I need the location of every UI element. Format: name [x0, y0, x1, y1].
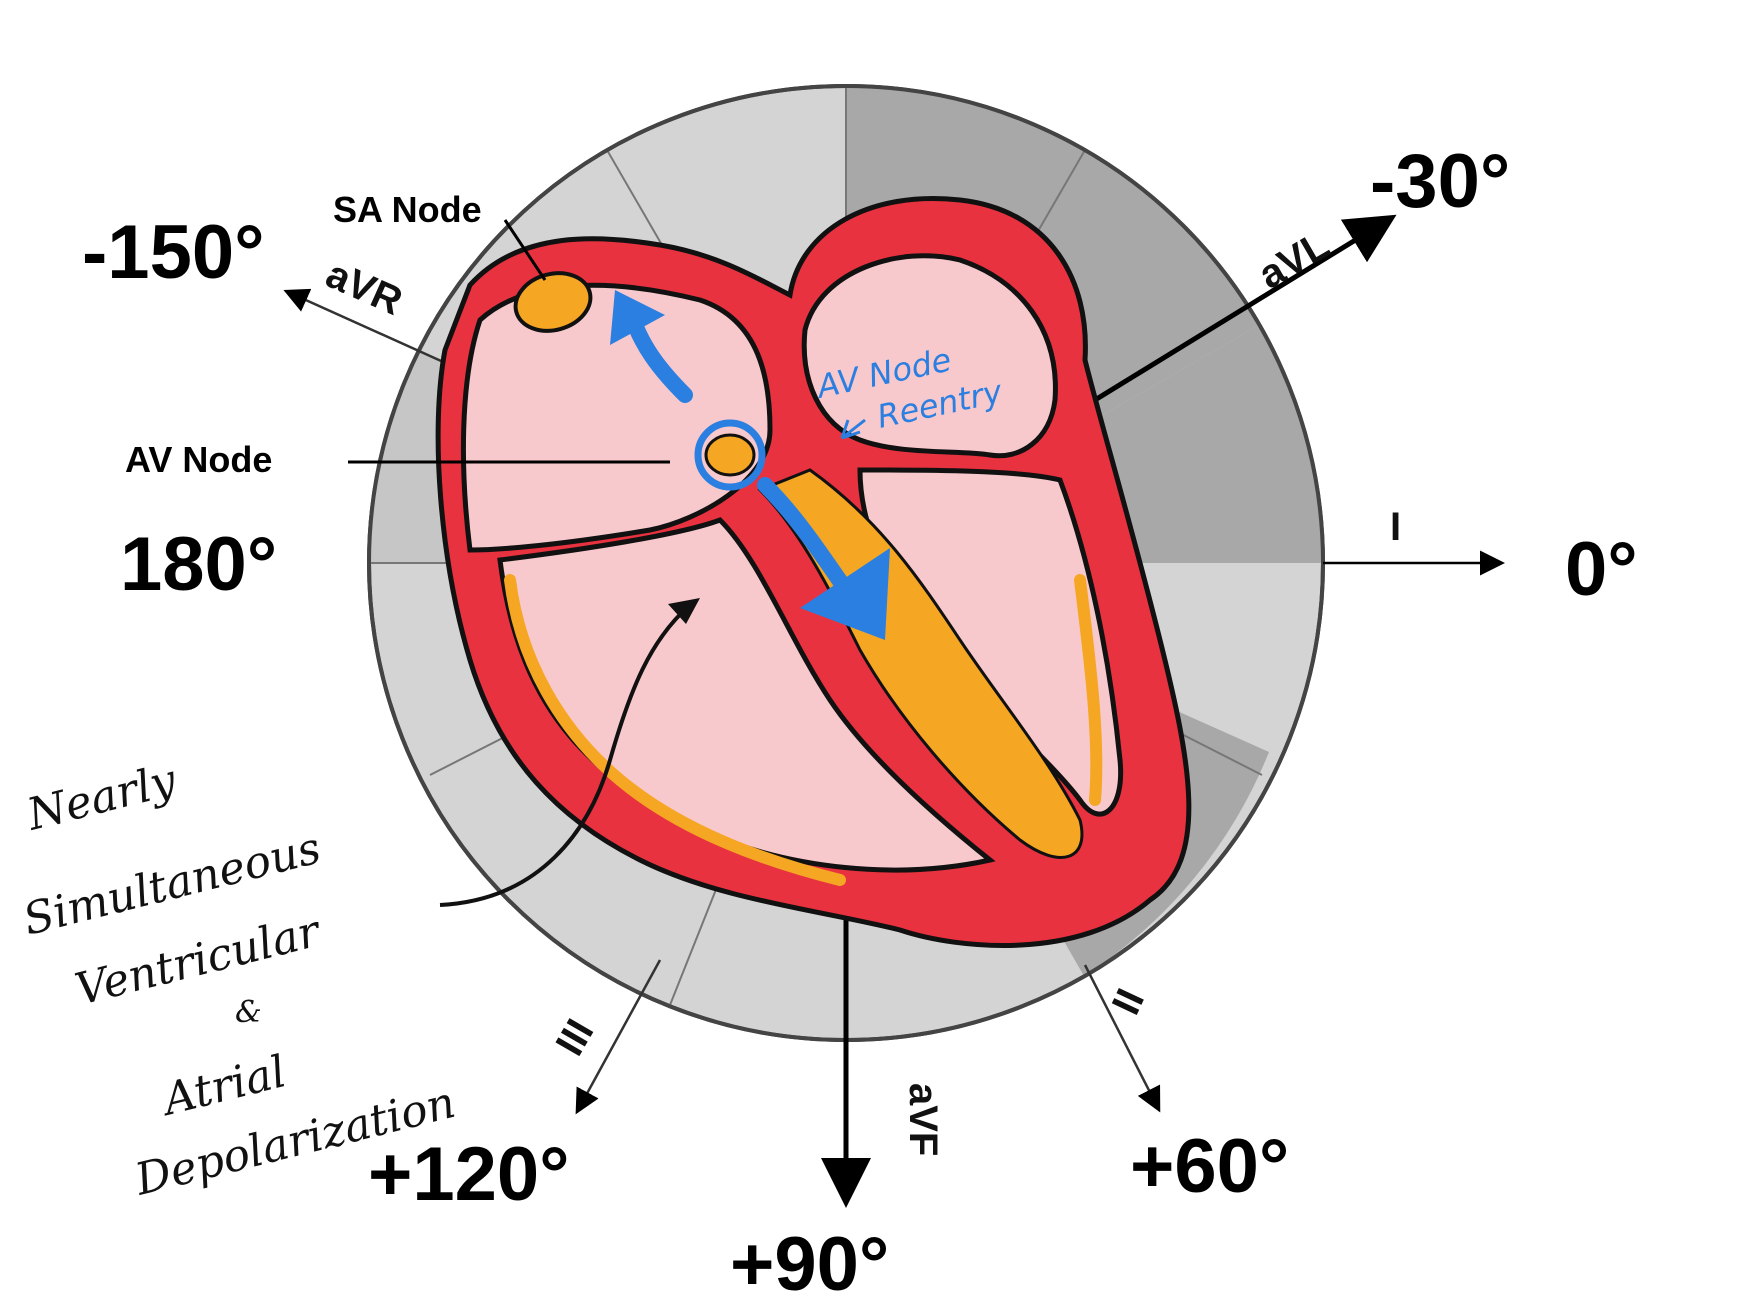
lead-i-label: I — [1390, 505, 1401, 549]
annotation-text: Nearly Simultaneous Ventricular & Atrial… — [18, 754, 460, 1205]
av-node-label: AV Node — [125, 439, 272, 480]
avl-label: aVL — [1251, 223, 1337, 298]
annotation-line-4: & — [235, 995, 262, 1030]
avf-label: aVF — [901, 1083, 945, 1156]
annotation-line-5: Atrial — [154, 1046, 291, 1126]
annotation-line-1: Nearly — [21, 754, 182, 840]
sa-node-label: SA Node — [333, 189, 482, 230]
angle-neg150: -150° — [82, 210, 265, 295]
angle-pos60: +60° — [1130, 1124, 1289, 1209]
angle-180: 180° — [120, 522, 277, 607]
angle-neg30: -30° — [1370, 139, 1510, 224]
lead-iii-label: III — [548, 1012, 603, 1063]
angle-0: 0° — [1565, 527, 1638, 612]
av-node — [706, 435, 754, 475]
angle-pos120: +120° — [368, 1132, 570, 1217]
angle-pos90: +90° — [730, 1222, 889, 1307]
